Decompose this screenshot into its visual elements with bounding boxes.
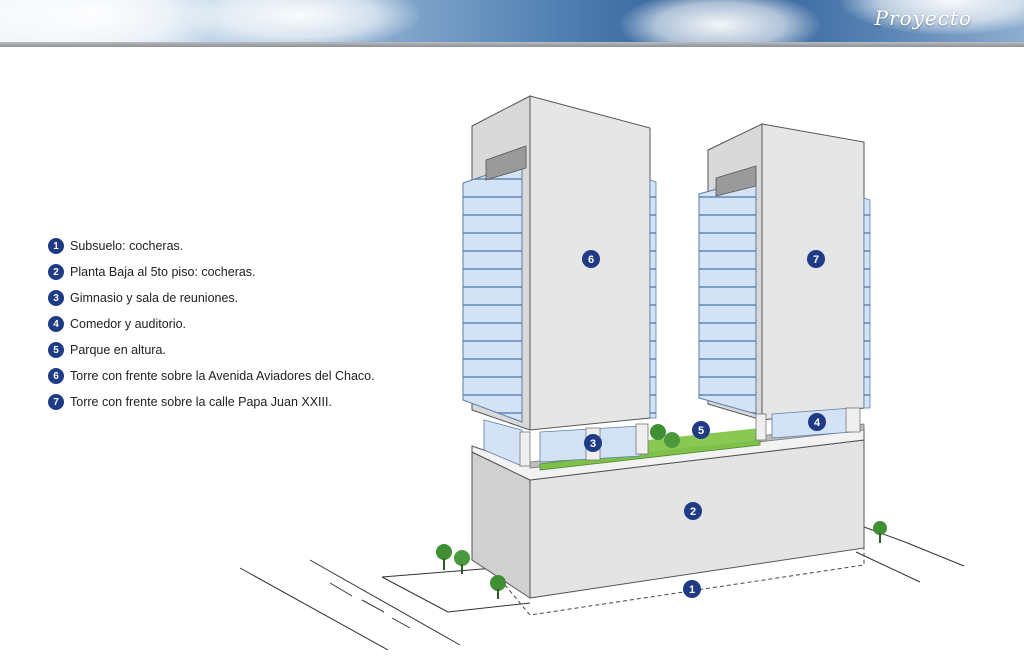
legend-number-badge: 7 xyxy=(48,394,64,410)
marker-number: 3 xyxy=(590,438,596,450)
marker-3: 3 xyxy=(584,434,602,452)
marker-number: 5 xyxy=(698,425,704,437)
legend-item: 7 Torre con frente sobre la calle Papa Ju… xyxy=(48,389,375,415)
marker-number: 2 xyxy=(690,506,696,518)
tree-icon xyxy=(436,544,452,570)
marker-2: 2 xyxy=(684,502,702,520)
marker-6: 6 xyxy=(582,250,600,268)
header-banner: Proyecto xyxy=(0,0,1024,42)
marker-number: 1 xyxy=(689,584,695,596)
legend-item: 1 Subsuelo: cocheras. xyxy=(48,233,375,259)
tower-six xyxy=(462,95,657,467)
legend-number-badge: 3 xyxy=(48,290,64,306)
marker-circle xyxy=(582,250,600,268)
cloud-shape xyxy=(180,0,420,42)
legend-item-label: Torre con frente sobre la calle Papa Jua… xyxy=(70,395,332,409)
marker-number: 7 xyxy=(813,254,819,266)
marker-5: 5 xyxy=(692,421,710,439)
marker-1: 1 xyxy=(683,580,701,598)
tree-icon xyxy=(664,432,680,448)
legend-item: 6 Torre con frente sobre la Avenida Aviad… xyxy=(48,363,375,389)
tree-icon xyxy=(650,424,666,440)
legend-item-label: Parque en altura. xyxy=(70,343,166,357)
tree-icon xyxy=(454,550,470,574)
marker-circle xyxy=(692,421,710,439)
section-title: Proyecto xyxy=(874,6,972,30)
legend-item-label: Planta Baja al 5to piso: cocheras. xyxy=(70,265,256,279)
legend-item-label: Gimnasio y sala de reuniones. xyxy=(70,291,239,305)
marker-circle xyxy=(683,580,701,598)
legend-item: 3 Gimnasio y sala de reuniones. xyxy=(48,285,375,311)
tree-icon xyxy=(873,521,887,543)
marker-7: 7 xyxy=(807,250,825,268)
legend-number-badge: 5 xyxy=(48,342,64,358)
legend-item: 2 Planta Baja al 5to piso: cocheras. xyxy=(48,259,375,285)
tree-icon xyxy=(490,575,506,599)
basement-outline xyxy=(504,545,865,616)
marker-circle xyxy=(808,413,826,431)
marker-circle xyxy=(807,250,825,268)
marker-number: 4 xyxy=(814,417,821,429)
marker-number: 6 xyxy=(588,254,594,266)
banner-divider xyxy=(0,42,1024,47)
legend-item: 4 Comedor y auditorio. xyxy=(48,311,375,337)
legend-number-badge: 6 xyxy=(48,368,64,384)
legend-number-badge: 1 xyxy=(48,238,64,254)
marker-circle xyxy=(684,502,702,520)
tower-seven xyxy=(698,123,871,441)
legend-item-label: Subsuelo: cocheras. xyxy=(70,239,184,253)
legend-list: 1 Subsuelo: cocheras. 2 Planta Baja al 5to… xyxy=(48,233,375,415)
tree-group xyxy=(436,424,887,599)
legend-item-label: Torre con frente sobre la Avenida Aviado… xyxy=(70,369,375,383)
legend-item: 5 Parque en altura. xyxy=(48,337,375,363)
cloud-shape xyxy=(620,0,820,42)
street-lines xyxy=(239,526,965,651)
legend-item-label: Comedor y auditorio. xyxy=(70,317,187,331)
marker-4: 4 xyxy=(808,413,826,431)
marker-circle xyxy=(584,434,602,452)
legend-number-badge: 2 xyxy=(48,264,64,280)
legend-number-badge: 4 xyxy=(48,316,64,332)
